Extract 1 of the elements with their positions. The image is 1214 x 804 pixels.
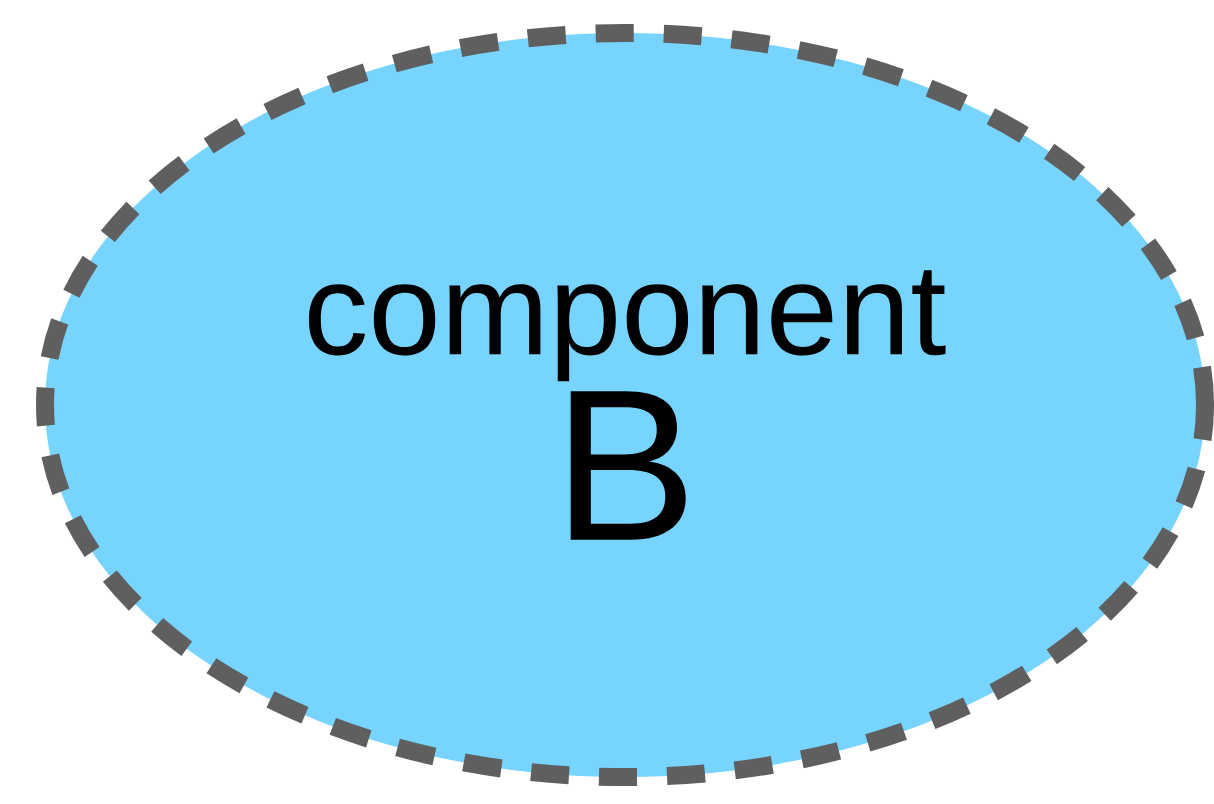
ellipse-node: component B xyxy=(36,24,1214,786)
